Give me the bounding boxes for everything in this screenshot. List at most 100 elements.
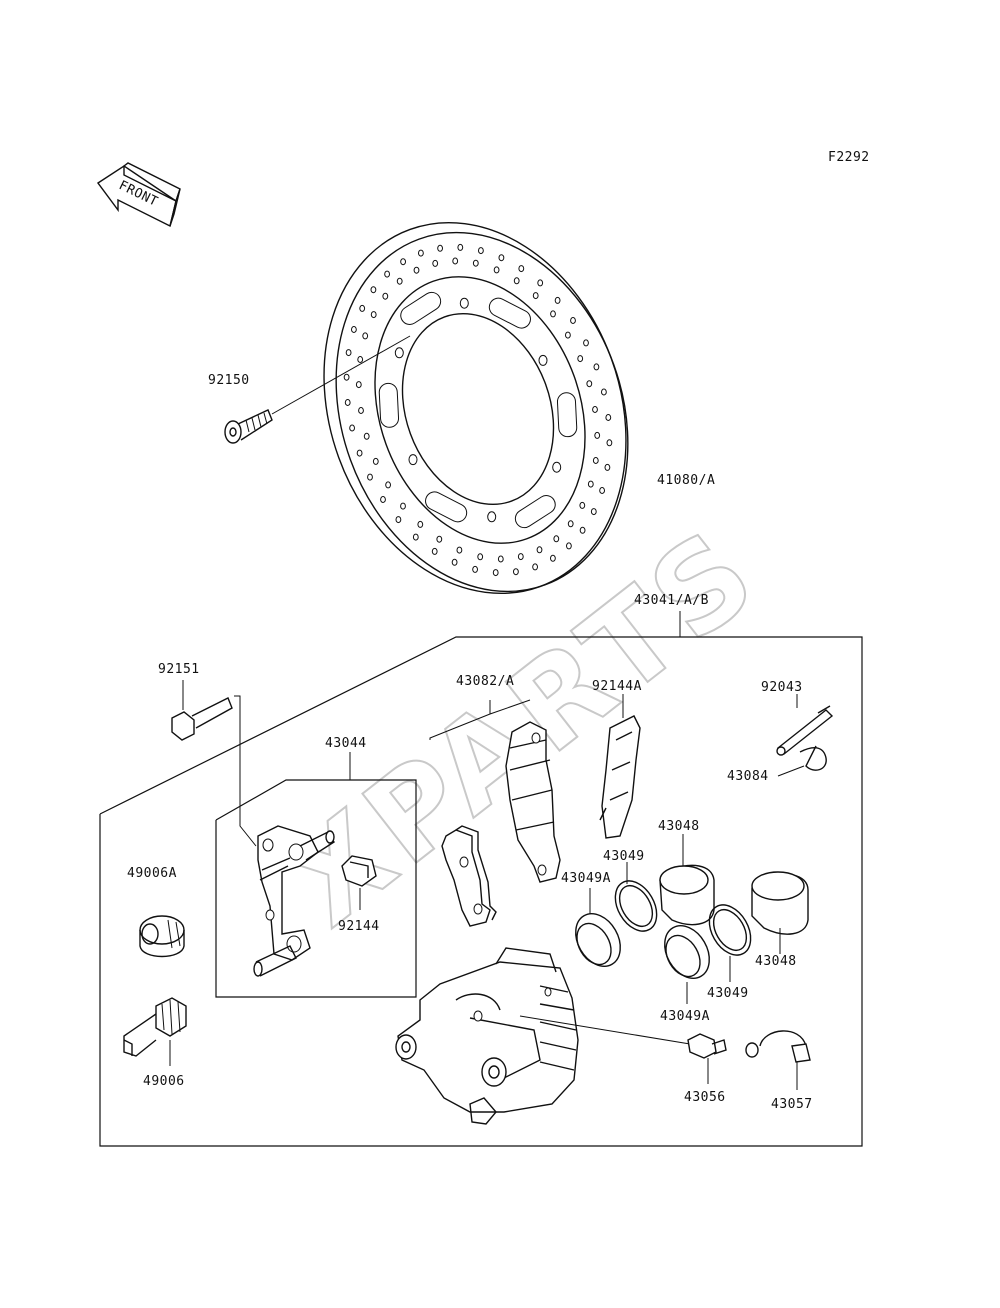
piston-seal-top [614, 862, 658, 932]
disc-vent-hole [550, 554, 556, 562]
disc-vent-hole [370, 286, 377, 294]
disc-vent-hole [550, 310, 556, 318]
label-41080: 41080/A [657, 473, 715, 488]
disc-bolt-hole [459, 297, 469, 309]
caliper-slide-pin [123, 997, 187, 1066]
disc-vent-hole [457, 243, 464, 251]
label-43084: 43084 [727, 769, 769, 784]
label-43049-right: 43049 [707, 986, 749, 1001]
disc-vent-hole [345, 349, 352, 357]
label-49006: 49006 [143, 1074, 185, 1089]
disc-vent-hole [537, 279, 544, 287]
disc-bolt [224, 335, 411, 444]
disc-bolt-hole [394, 347, 404, 359]
label-43049a-left: 43049A [561, 871, 611, 886]
disc-vent-hole [570, 317, 576, 324]
disc-carrier-slot [556, 392, 578, 438]
brake-pads [429, 699, 561, 927]
label-43048-right: 43048 [755, 954, 797, 969]
disc-vent-hole [554, 296, 561, 304]
disc-vent-hole [601, 388, 607, 396]
disc-vent-hole [380, 496, 386, 503]
disc-carrier-slot [488, 297, 531, 329]
disc-vent-hole [518, 265, 525, 273]
disc-vent-hole [553, 535, 560, 543]
label-43056: 43056 [684, 1090, 726, 1105]
disc-vent-hole [472, 565, 479, 573]
disc-vent-hole [400, 258, 407, 266]
disc-vent-hole [349, 424, 356, 432]
disc-vent-hole [362, 332, 369, 340]
bleed-valve [687, 1033, 727, 1084]
caliper-bolt [171, 680, 257, 847]
piston-top [659, 834, 715, 926]
disc-vent-hole [356, 449, 363, 457]
disc-vent-hole [593, 363, 600, 371]
caliper-plug [139, 915, 185, 958]
caliper-assembly-frame [99, 636, 863, 1147]
disc-vent-hole [358, 407, 364, 414]
disc-vent-hole [493, 266, 500, 274]
disc-vent-hole [437, 244, 444, 252]
disc-carrier-slot [400, 291, 442, 325]
disc-vent-hole [477, 553, 484, 561]
disc-carrier-slot [514, 495, 556, 529]
disc-vent-hole [431, 547, 438, 555]
caliper-body [395, 947, 691, 1125]
disc-vent-hole [517, 553, 524, 561]
piston-right [751, 871, 809, 954]
disc-vent-hole [351, 326, 357, 333]
disc-vent-hole [417, 520, 424, 528]
disc-vent-hole [532, 563, 538, 571]
disc-vent-hole [566, 542, 572, 550]
label-43049-top: 43049 [603, 849, 645, 864]
disc-vent-hole [606, 439, 613, 447]
pad-pin [776, 694, 834, 756]
disc-bolt-hole [538, 354, 548, 366]
disc-vent-hole [587, 480, 594, 488]
disc-vent-hole [513, 568, 519, 576]
disc-carrier-slot [425, 491, 468, 523]
disc-vent-hole [590, 508, 597, 516]
disc-vent-hole [599, 487, 605, 494]
disc-vent-hole [605, 414, 612, 421]
label-92043: 92043 [761, 680, 803, 695]
label-43041: 43041/A/B [634, 593, 709, 608]
disc-vent-hole [592, 457, 599, 464]
pad-pin-clip [777, 745, 827, 777]
disc-vent-hole [513, 277, 520, 285]
disc-vent-hole [432, 259, 439, 267]
disc-vent-hole [594, 431, 601, 439]
disc-vent-hole [436, 535, 443, 543]
disc-vent-hole [452, 257, 459, 265]
disc-vent-hole [355, 381, 362, 389]
piston-seal-right [708, 904, 752, 982]
disc-vent-hole [412, 533, 419, 541]
disc-vent-hole [565, 331, 571, 339]
front-arrow-icon: FRONT [96, 162, 181, 228]
disc-bolt-hole [552, 461, 562, 473]
pad-spring-clip [341, 855, 377, 910]
disc-vent-hole [532, 292, 539, 300]
label-92144a: 92144A [592, 679, 642, 694]
dust-seal-bottom [664, 925, 710, 1004]
disc-bolt-hole [408, 454, 418, 466]
disc-vent-hole [370, 311, 377, 319]
disc-vent-hole [359, 304, 366, 312]
disc-vent-hole [498, 254, 505, 262]
disc-bolt-hole [487, 511, 497, 523]
disc-vent-hole [579, 501, 586, 509]
disc-vent-hole [586, 380, 593, 388]
disc-vent-hole [382, 292, 389, 300]
disc-vent-hole [451, 558, 458, 566]
disc-vent-hole [372, 457, 379, 465]
label-43082: 43082/A [456, 674, 514, 689]
disc-vent-hole [592, 406, 598, 413]
disc-vent-hole [396, 277, 403, 285]
disc-vent-hole [418, 249, 424, 257]
caliper-bracket [253, 825, 335, 977]
pad-spring [599, 694, 641, 839]
disc-carrier-slot [378, 382, 400, 428]
dust-seal-left [575, 888, 621, 967]
label-92150: 92150 [208, 373, 250, 388]
